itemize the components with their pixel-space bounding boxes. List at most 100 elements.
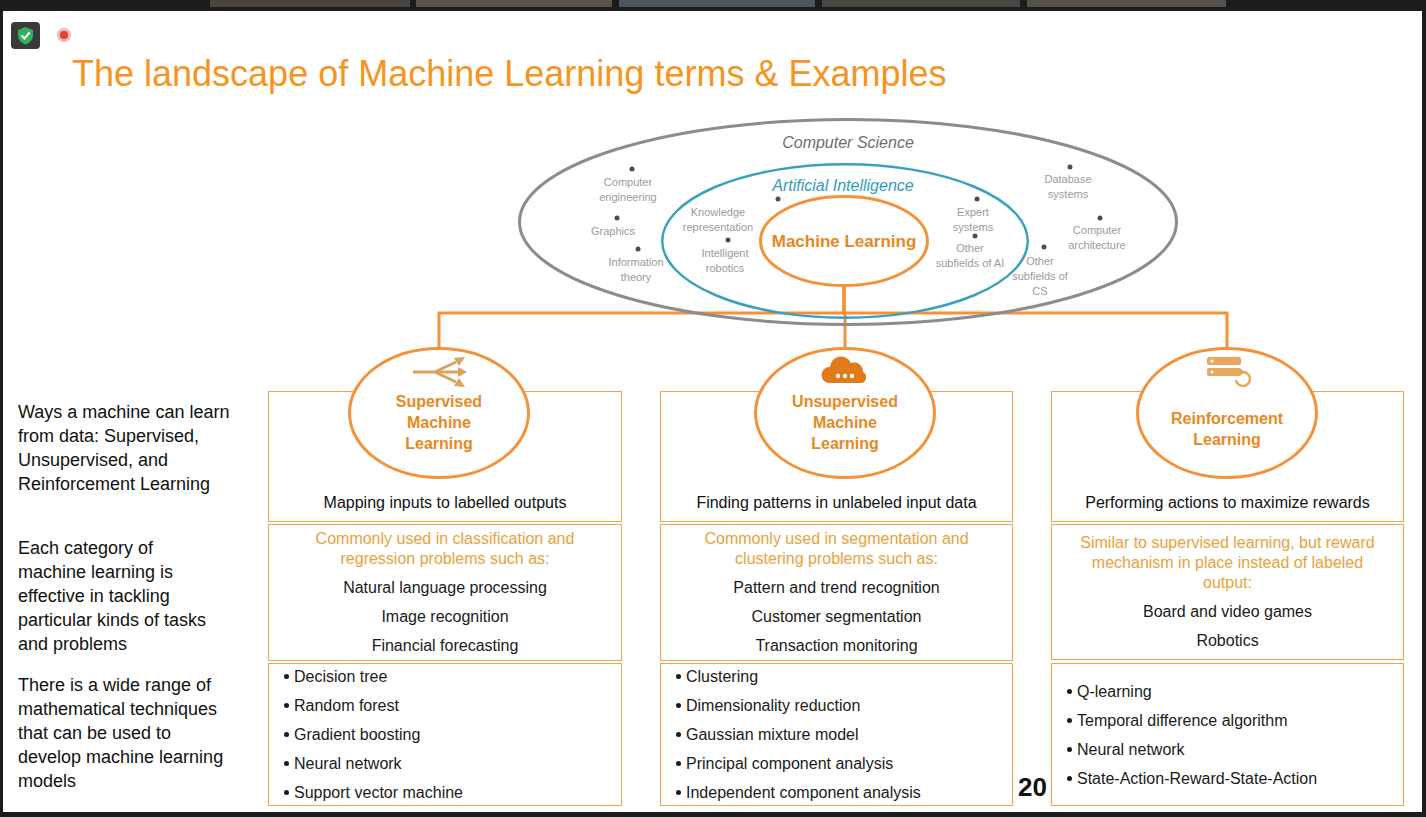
side-note: Ways a machine can learn from data: Supe… — [18, 400, 258, 496]
text-slot: Computer architecture — [1057, 223, 1137, 253]
bullet-dot — [630, 167, 635, 172]
category-title: Reinforcement Learning — [1162, 408, 1292, 450]
title-slot: The landscape of Machine Learning terms … — [72, 54, 1372, 94]
category-icon — [1207, 357, 1250, 386]
bullet-dot — [1067, 747, 1072, 752]
text-slot: Graphics — [578, 224, 648, 239]
example-item: Financial forecasting — [372, 636, 519, 656]
bullet-dot — [284, 761, 289, 766]
subfield-item: Computer engineering — [588, 175, 668, 205]
frame-edge — [0, 0, 3, 817]
page-number: 20 — [1018, 771, 1058, 803]
icon-rack — [1207, 357, 1241, 365]
ellipse-outline — [662, 164, 1028, 318]
category-circle: Reinforcement Learning — [1136, 347, 1318, 479]
bullet-dot — [1067, 718, 1072, 723]
bullet-dot — [1068, 165, 1073, 170]
icon-arrowhead — [454, 357, 465, 366]
category-circle: Unsupervised Machine Learning — [754, 347, 936, 479]
record-dot — [57, 28, 71, 42]
icon-dot — [843, 374, 847, 378]
example-item: Board and video games — [1143, 602, 1312, 622]
list-row: Q-learning — [1077, 682, 1152, 701]
branch-connector — [439, 287, 844, 347]
example-box: Commonly used in classification and regr… — [268, 524, 622, 661]
video-tile — [822, 0, 1020, 7]
label-slot: Ways a machine can learn from data: Supe… — [18, 400, 258, 496]
subfield-item: Computer architecture — [1057, 223, 1137, 253]
subfield-item: Graphics — [578, 224, 648, 239]
text-slot: Computer Science — [738, 133, 958, 153]
record-dot — [60, 31, 68, 39]
text-slot: Reinforcement Learning — [1162, 408, 1292, 450]
technique-item: Gradient boosting — [294, 725, 420, 744]
check-mark — [22, 33, 30, 39]
list-row: State-Action-Reward-State-Action — [1077, 769, 1317, 788]
category-box: Performing actions to maximize rewardsRe… — [1051, 391, 1404, 522]
example-item: Robotics — [1196, 631, 1258, 651]
text-slot: Expert systems — [948, 205, 998, 235]
text-slot: Database systems — [1028, 172, 1108, 202]
bullet-dot — [636, 247, 641, 252]
bullet-dot — [726, 238, 731, 243]
icon-dot — [1211, 371, 1214, 374]
subfield-item: Knowledge representation — [678, 205, 758, 235]
field-ellipse: Computer ScienceComputer engineeringGrap… — [518, 118, 1178, 326]
ellipse-title: Computer Science — [738, 133, 958, 153]
top-bar — [0, 0, 1426, 11]
bullet-dot — [776, 197, 781, 202]
category-circle: Supervised Machine Learning — [348, 347, 530, 479]
example-box: Commonly used in segmentation and cluste… — [660, 524, 1013, 661]
category-description: Mapping inputs to labelled outputs — [324, 493, 567, 513]
side-note: There is a wide range of mathematical te… — [18, 673, 233, 793]
subfield-item: Expert systems — [948, 205, 998, 235]
list-row: Decision tree — [294, 667, 387, 686]
bullet-dot — [1098, 216, 1103, 221]
bullet-dot — [676, 703, 681, 708]
icon-arrowhead — [458, 367, 467, 377]
examples-header: Commonly used in classification and regr… — [295, 529, 595, 569]
text-slot: Artificial Intelligence — [743, 176, 943, 196]
icon-cycle — [1236, 372, 1250, 386]
icon-stroke — [413, 371, 435, 374]
example-item: Image recognition — [381, 607, 508, 627]
category-icon — [413, 357, 467, 387]
list-row: Neural network — [1077, 740, 1185, 759]
label-slot: There is a wide range of mathematical te… — [18, 673, 233, 793]
slide-title: The landscape of Machine Learning terms … — [72, 54, 1372, 94]
list-row: Independent component analysis — [686, 783, 921, 802]
example-item: Pattern and trend recognition — [733, 578, 939, 598]
text-slot: Other subfields of AI — [934, 241, 1006, 271]
ellipse-outline — [1138, 349, 1317, 478]
technique-item: Gaussian mixture model — [686, 725, 859, 744]
frame-edge — [1422, 0, 1426, 817]
text-slot: Other subfields of CS — [1004, 254, 1076, 299]
category-box: Mapping inputs to labelled outputs Superv… — [268, 391, 622, 522]
ellipse-outline — [520, 120, 1177, 325]
text-slot: Supervised Machine Learning — [374, 391, 504, 454]
text-slot: Unsupervised Machine Learning — [780, 391, 910, 454]
subfield-item: Other subfields of AI — [934, 241, 1006, 271]
text-slot: Intelligent robotics — [695, 246, 755, 276]
bullet-dot — [615, 216, 620, 221]
bullet-dot — [284, 790, 289, 795]
technique-item: Principal component analysis — [686, 754, 893, 773]
technique-item: Q-learning — [1077, 682, 1152, 701]
text-slot: Information theory — [596, 255, 676, 285]
technique-item: Support vector machine — [294, 783, 463, 802]
technique-item: Decision tree — [294, 667, 387, 686]
text-slot: Computer engineering — [588, 175, 668, 205]
side-note: Each category of machine learning is eff… — [18, 536, 223, 656]
ellipse-outline — [350, 349, 529, 478]
technique-item: Temporal difference algorithm — [1077, 711, 1287, 730]
bullet-dot — [284, 703, 289, 708]
video-tile — [1027, 0, 1226, 7]
icon-rack — [1207, 368, 1241, 376]
category-title: Supervised Machine Learning — [374, 391, 504, 454]
bullet-dot — [975, 197, 980, 202]
bullet-dot — [676, 761, 681, 766]
icon-arrowhead — [454, 378, 465, 387]
list-row: Gradient boosting — [294, 725, 420, 744]
list-row: Temporal difference algorithm — [1077, 711, 1287, 730]
category-title: Unsupervised Machine Learning — [780, 391, 910, 454]
